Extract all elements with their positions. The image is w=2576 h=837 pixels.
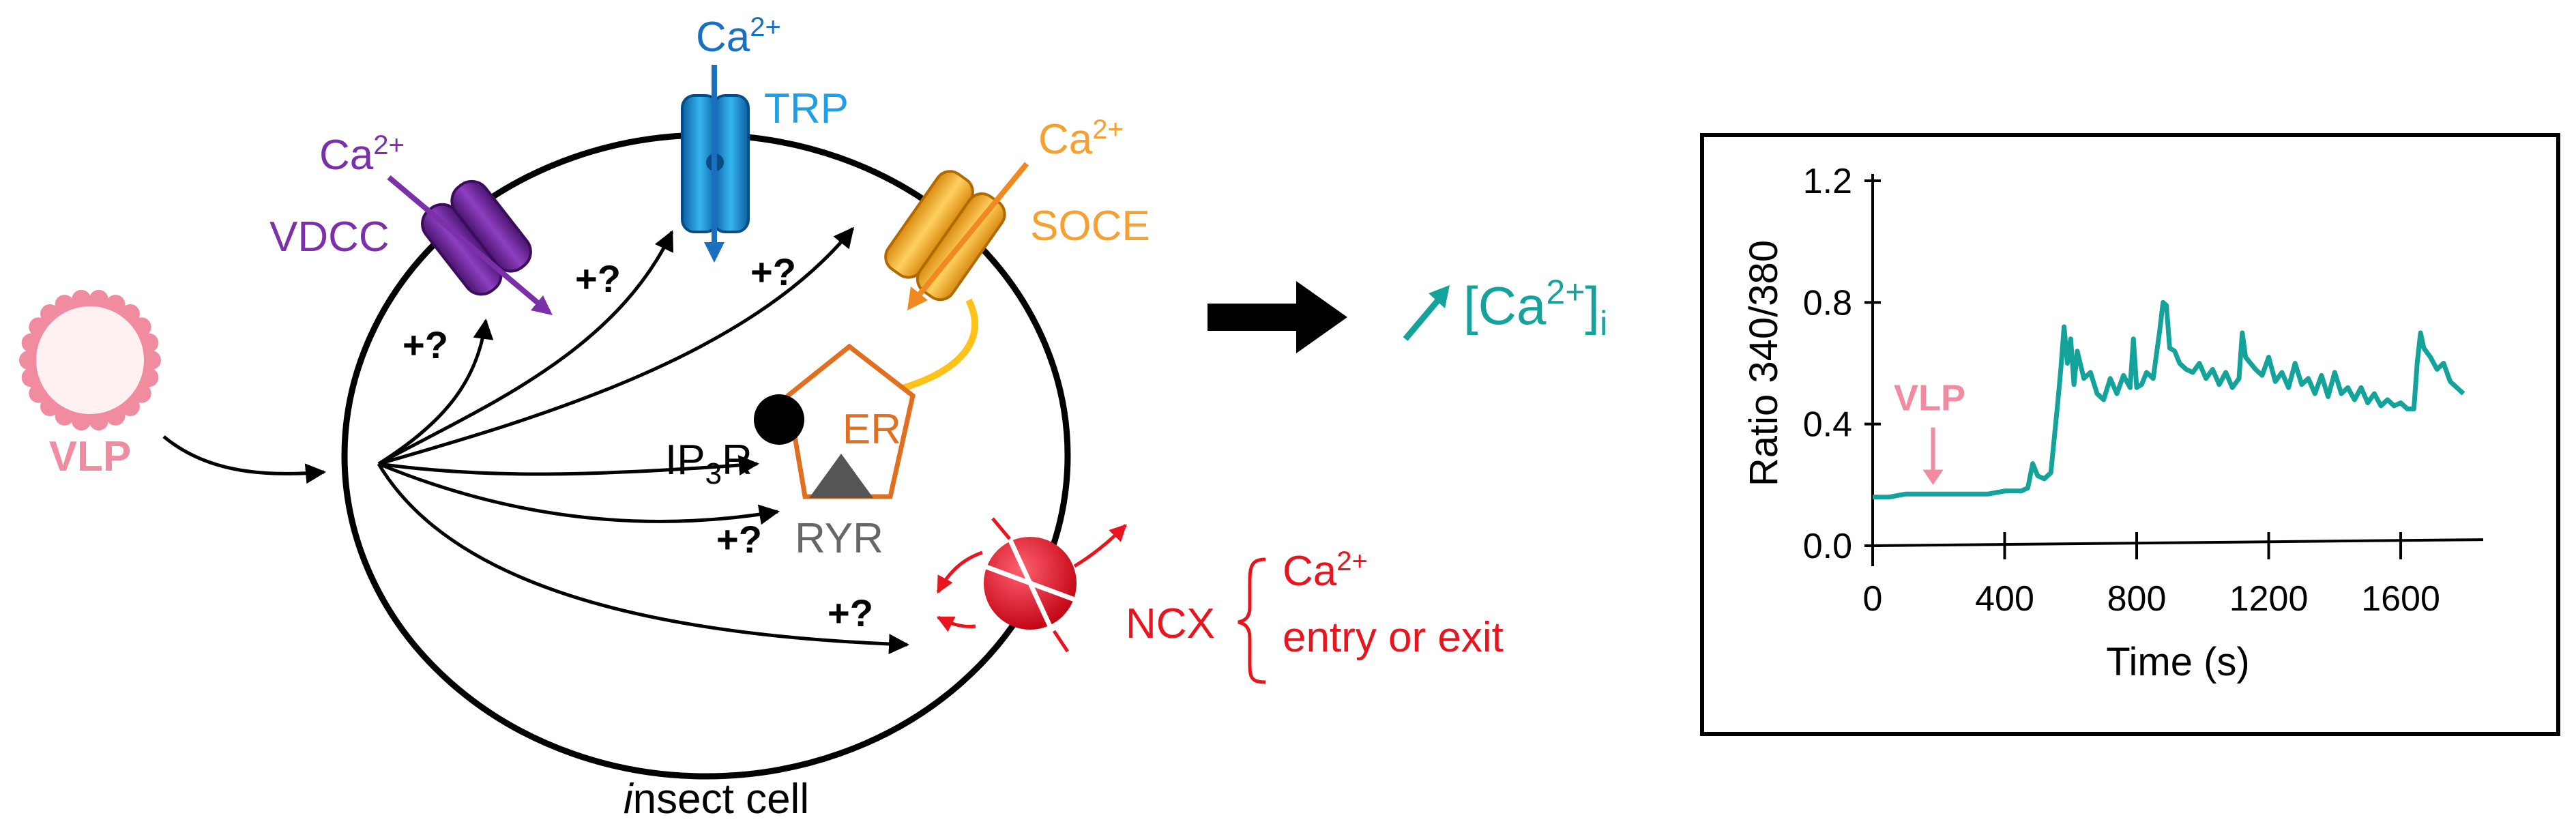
x-axis-label: Time (s) <box>2106 640 2249 684</box>
y-tick-label: 0.4 <box>1803 405 1852 445</box>
unknown-markers: +? +? +? +? +? <box>402 250 873 634</box>
vdcc-label: VDCC <box>269 214 390 261</box>
soce-label: SOCE <box>1030 203 1150 250</box>
x-tick-label: 1200 <box>2229 579 2309 619</box>
trp-ion-label: Ca2+ <box>696 12 781 61</box>
ip3r-label: IP3R <box>665 437 752 490</box>
ncx-exchanger <box>936 517 1127 653</box>
vlp-annotation-arrowhead <box>1922 469 1944 485</box>
stim-link <box>899 298 978 392</box>
chart-frame <box>1700 133 2560 736</box>
cell-label: insect cell <box>624 776 809 823</box>
marker-trp: +? <box>575 257 621 300</box>
vlp-label: VLP <box>49 433 132 480</box>
ryr-receptor <box>809 454 873 498</box>
y-tick-label: 0.0 <box>1803 527 1852 566</box>
x-tick-label: 1600 <box>2361 579 2440 619</box>
x-tick-label: 0 <box>1863 579 1883 619</box>
ncx-label: NCX <box>1126 600 1215 647</box>
ip3r-receptor <box>754 394 804 445</box>
y-tick-label: 1.2 <box>1803 162 1852 201</box>
ncx-ion-label: Ca2+ <box>1283 546 1368 595</box>
y-tick-label: 0.8 <box>1803 283 1852 323</box>
x-tick-label: 800 <box>2107 579 2167 619</box>
x-axis <box>1872 538 2484 547</box>
marker-soce: +? <box>750 250 796 293</box>
soce-ion-label: Ca2+ <box>1038 115 1124 163</box>
soce-channel: Ca2+ SOCE <box>884 115 1150 392</box>
ncx-brace <box>1238 557 1266 684</box>
increase-arrow-icon <box>1403 285 1450 341</box>
trp-channel: Ca2+ TRP <box>681 12 849 263</box>
marker-ryr: +? <box>716 518 762 561</box>
vdcc-channel: Ca2+ VDCC <box>269 130 553 315</box>
vdcc-ion-label: Ca2+ <box>319 130 405 179</box>
vlp-entry-arrow <box>162 435 326 484</box>
calcium-result-label: [Ca2+]i <box>1463 273 1607 342</box>
y-axis-label: Ratio 340/380 <box>1742 240 1786 486</box>
marker-vdcc: +? <box>402 323 448 366</box>
signal-arrows <box>377 226 909 655</box>
leads-to-arrow <box>1208 281 1347 353</box>
ncx-note: entry or exit <box>1283 614 1504 661</box>
trp-label: TRP <box>764 85 849 132</box>
er-organelle: ER <box>754 343 916 499</box>
vlp-annotation-label: VLP <box>1894 378 1965 419</box>
ryr-label: RYR <box>795 515 883 562</box>
marker-ncx: +? <box>828 591 873 634</box>
ratio-series-line <box>1873 299 2465 500</box>
x-tick-label: 400 <box>1975 579 2034 619</box>
er-label: ER <box>843 406 901 453</box>
vlp-particle <box>19 289 161 431</box>
